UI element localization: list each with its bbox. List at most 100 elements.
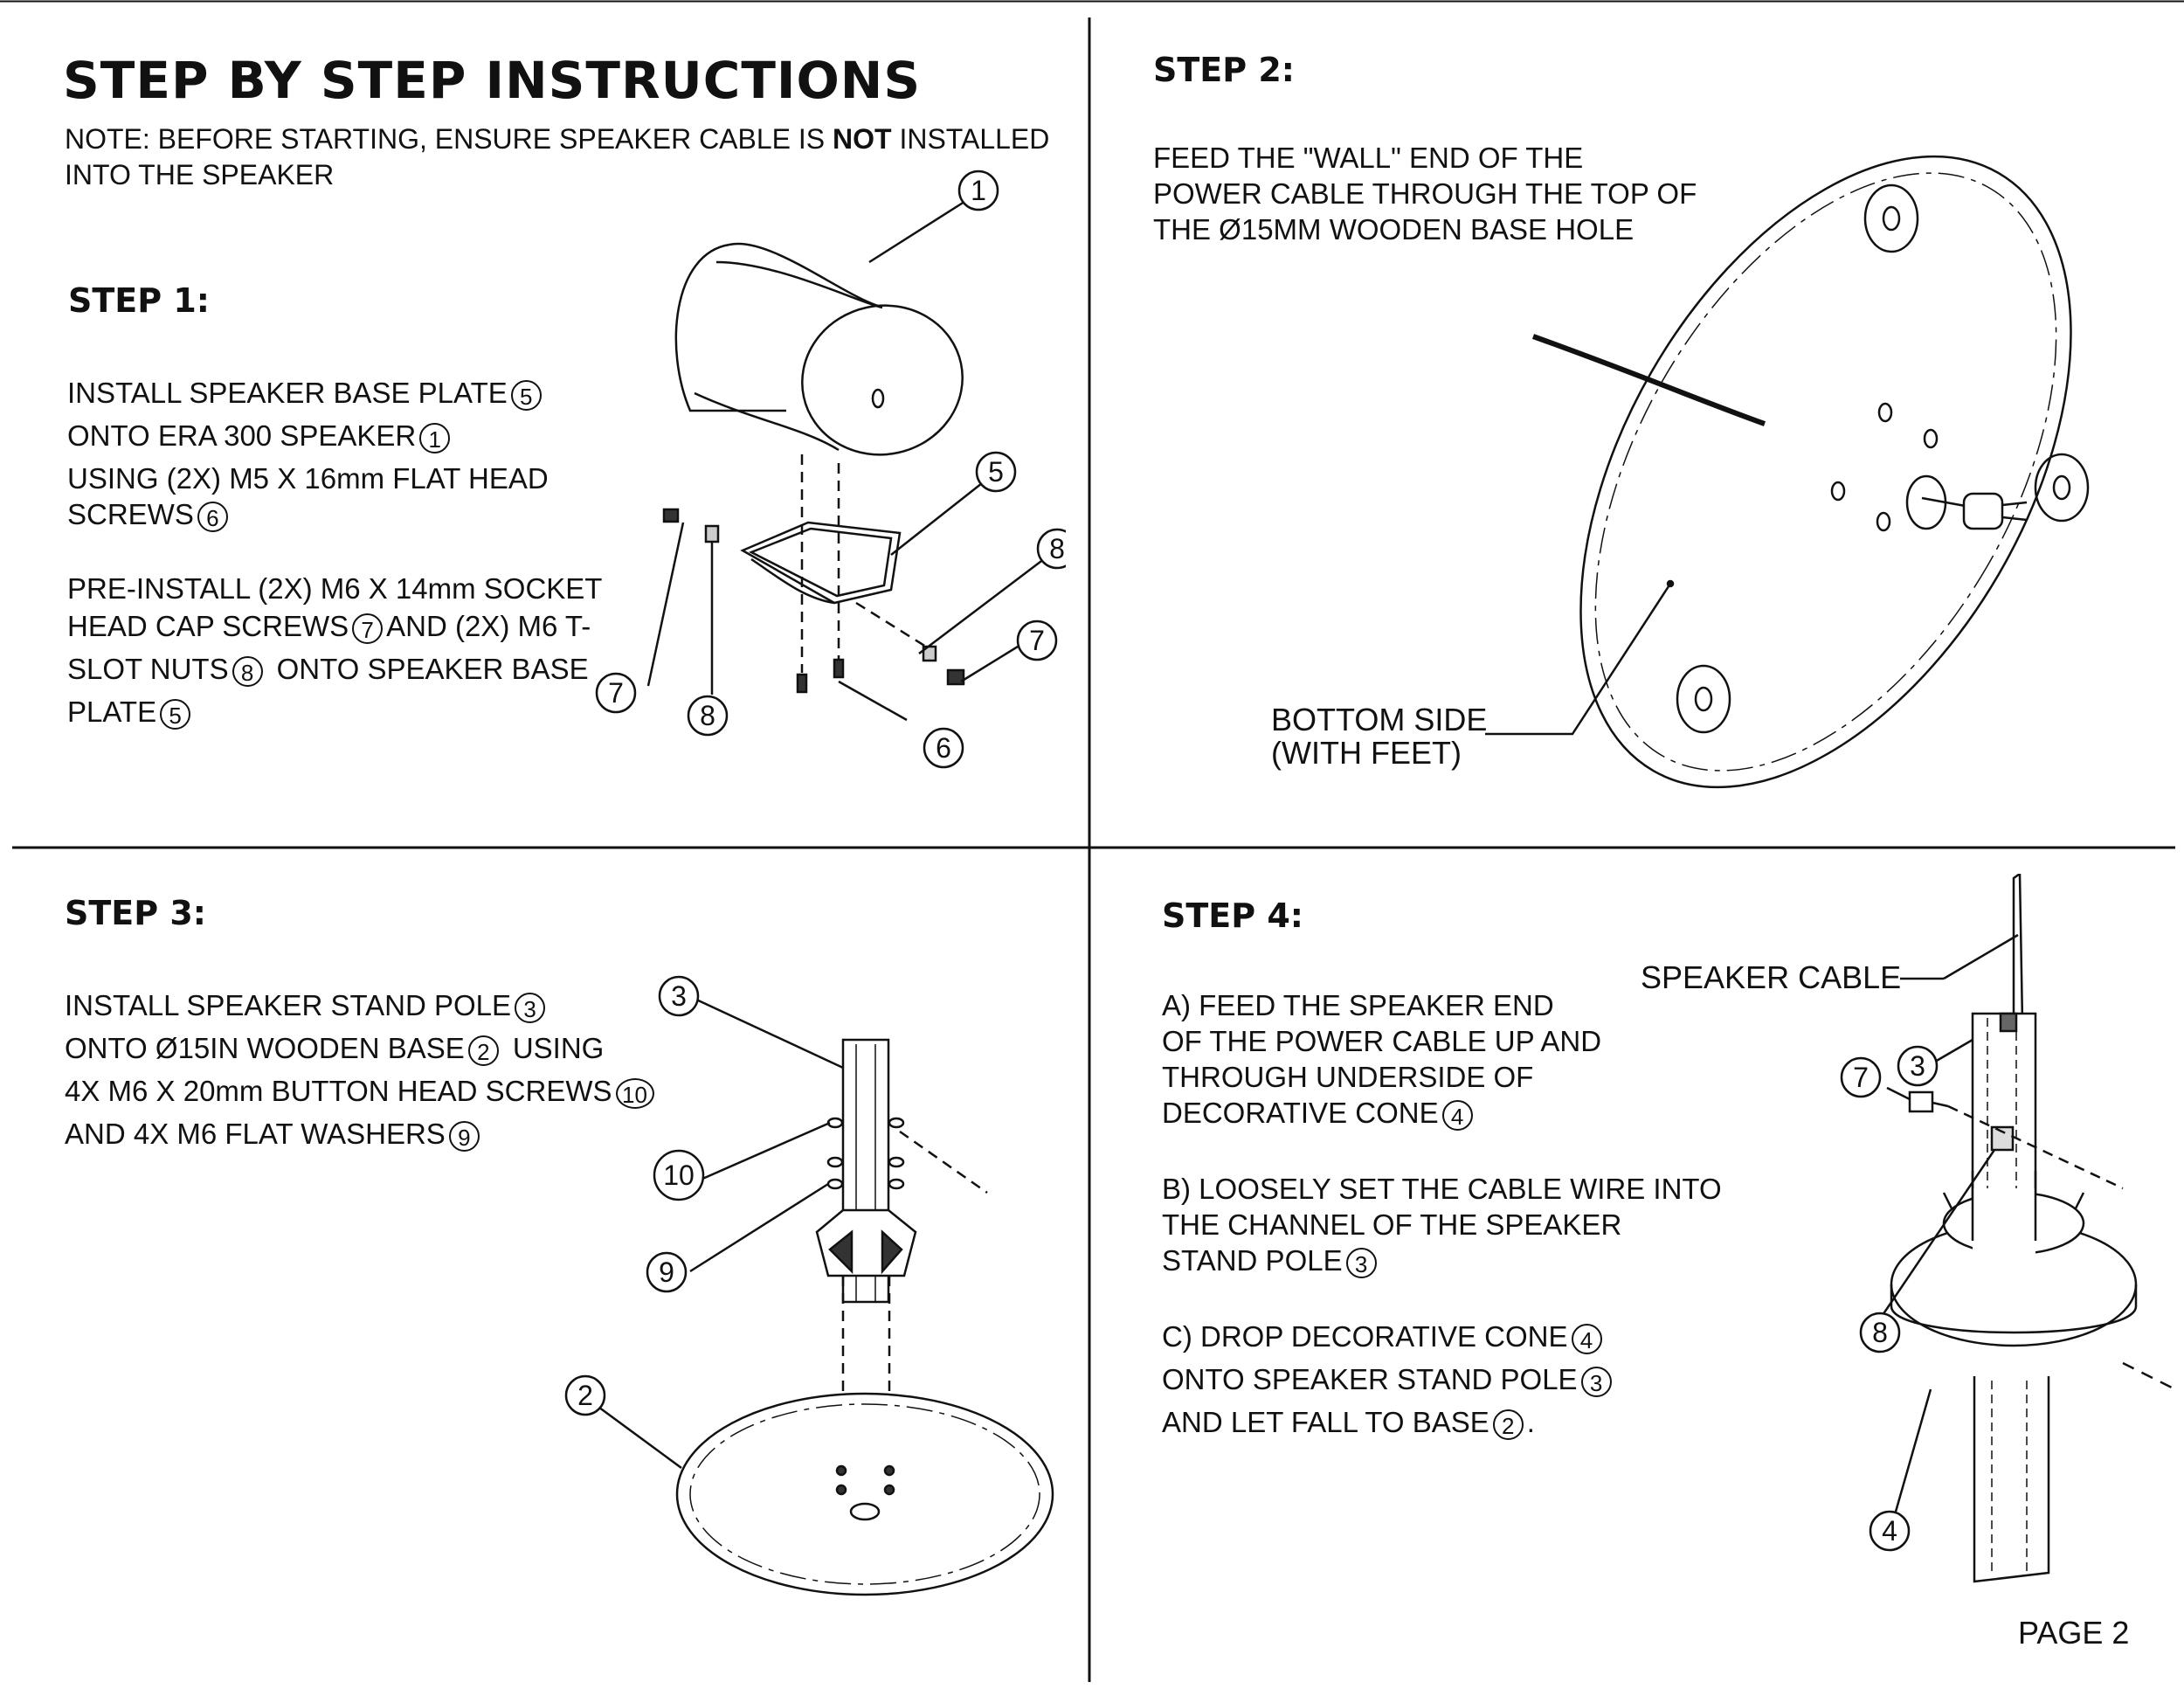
step1-line: SLOT NUTS <box>67 653 229 685</box>
part-ref-badge: 2 <box>1492 1409 1524 1440</box>
speaker-cable-label: SPEAKER CABLE <box>1641 959 1902 995</box>
cap-screw <box>1908 1090 1934 1113</box>
svg-text:2: 2 <box>577 1380 593 1411</box>
svg-text:8: 8 <box>700 700 715 731</box>
callout-7: 7 <box>1016 620 1058 661</box>
part-ref-badge: 4 <box>1571 1323 1602 1354</box>
svg-text:7: 7 <box>608 677 624 709</box>
note-text-end: INSTALLED <box>891 123 1050 155</box>
label-line: BOTTOM SIDE <box>1271 702 1488 737</box>
svg-text:7: 7 <box>1029 625 1045 656</box>
step4-line: THROUGH UNDERSIDE OF <box>1162 1061 1534 1093</box>
svg-text:5: 5 <box>988 456 1004 488</box>
step4-heading: STEP 4: <box>1162 896 1303 935</box>
bottom-side-label: BOTTOM SIDE (WITH FEET) <box>1271 703 1487 770</box>
part-ref-badge: 10 <box>615 1077 654 1109</box>
step4-text: A) FEED THE SPEAKER END OF THE POWER CAB… <box>1162 987 1722 1440</box>
step4-line: ONTO SPEAKER STAND POLE <box>1162 1363 1578 1395</box>
speaker-cable <box>2012 874 2024 1026</box>
step2-line: THE Ø15MM WOODEN BASE HOLE <box>1153 213 1635 246</box>
svg-text:10: 10 <box>663 1159 695 1191</box>
power-cable <box>1531 334 1766 426</box>
callout-8: 8 <box>1036 528 1066 570</box>
note-line2: INTO THE SPEAKER <box>65 159 335 190</box>
step1-line: PLATE <box>67 696 157 728</box>
part-ref-badge: 3 <box>1580 1366 1612 1397</box>
callout-8: 8 <box>1859 1312 1901 1353</box>
step1-line: ONTO SPEAKER BASE <box>276 653 589 685</box>
part-ref-badge: 9 <box>448 1120 480 1152</box>
svg-text:6: 6 <box>936 732 951 764</box>
step2-text: FEED THE "WALL" END OF THE POWER CABLE T… <box>1153 140 1697 247</box>
step2-heading: STEP 2: <box>1153 51 1295 89</box>
callout-6: 6 <box>923 727 964 769</box>
pole-bracket <box>815 1208 917 1277</box>
step2-line: POWER CABLE THROUGH THE TOP OF <box>1153 177 1697 210</box>
part-ref-badge: 5 <box>160 698 191 730</box>
callout-2: 2 <box>564 1374 606 1416</box>
callout-10: 10 <box>653 1149 705 1201</box>
svg-text:7: 7 <box>1853 1062 1869 1093</box>
callout-4: 4 <box>1869 1510 1911 1552</box>
foot <box>2034 453 2090 523</box>
callout-7: 7 <box>595 672 637 714</box>
step3-line: USING <box>512 1032 605 1064</box>
step4-line: A) FEED THE SPEAKER END <box>1162 989 1554 1021</box>
part-ref-badge: 5 <box>510 379 542 411</box>
note: NOTE: BEFORE STARTING, ENSURE SPEAKER CA… <box>65 121 1049 193</box>
step3-line: INSTALL SPEAKER STAND POLE <box>65 989 512 1021</box>
part-ref-badge: 4 <box>1441 1099 1473 1131</box>
cone-diagram: 7 3 8 4 <box>1840 874 2175 1583</box>
svg-text:9: 9 <box>659 1256 674 1288</box>
part-ref-badge: 6 <box>197 501 228 532</box>
speaker-front <box>801 304 964 456</box>
power-plug <box>1962 492 2004 530</box>
step4-line: DECORATIVE CONE <box>1162 1097 1439 1129</box>
step3-line: AND 4X M6 FLAT WASHERS <box>65 1118 446 1150</box>
step1-line: ONTO ERA 300 SPEAKER <box>67 419 417 452</box>
step4-line: STAND POLE <box>1162 1244 1343 1277</box>
svg-text:1: 1 <box>971 175 986 206</box>
part-ref-badge: 1 <box>419 422 451 453</box>
callout-3: 3 <box>1897 1045 1939 1087</box>
step4-line: OF THE POWER CABLE UP AND <box>1162 1025 1602 1057</box>
label-line: (WITH FEET) <box>1271 735 1462 771</box>
speaker-back-outline <box>674 243 786 412</box>
callout-8: 8 <box>687 695 729 737</box>
step1-line: INSTALL SPEAKER BASE PLATE <box>67 377 508 409</box>
step4-line: AND LET FALL TO BASE <box>1162 1406 1489 1438</box>
base-disc <box>1579 155 2072 789</box>
step1-line: USING (2X) M5 X 16mm FLAT HEAD <box>67 462 549 495</box>
wooden-base-diagram <box>1485 155 2090 789</box>
svg-text:3: 3 <box>1910 1050 1925 1082</box>
step1-line: HEAD CAP SCREWS <box>67 610 349 642</box>
step4-line: B) LOOSELY SET THE CABLE WIRE INTO <box>1162 1173 1722 1205</box>
step4-line-end: . <box>1526 1406 1535 1438</box>
page-number: PAGE 2 <box>2018 1615 2130 1651</box>
step1-line: PRE-INSTALL (2X) M6 X 14mm SOCKET <box>67 572 603 605</box>
note-bold: NOT <box>833 123 892 155</box>
part-ref-badge: 3 <box>1345 1247 1377 1278</box>
step1-line: AND (2X) M6 T- <box>386 610 591 642</box>
speaker-plate-diagram: 1 5 8 7 7 8 6 <box>595 170 1066 769</box>
part-ref-badge: 7 <box>352 613 384 644</box>
step3-line: ONTO Ø15IN WOODEN BASE <box>65 1032 465 1064</box>
svg-text:8: 8 <box>1872 1317 1888 1348</box>
svg-text:3: 3 <box>671 980 687 1012</box>
foot <box>1676 664 1731 734</box>
part-ref-badge: 8 <box>232 655 263 687</box>
step1-line: SCREWS <box>67 498 194 530</box>
base-plate <box>740 521 902 605</box>
page-title: STEP BY STEP INSTRUCTIONS <box>63 51 922 110</box>
step4-line: C) DROP DECORATIVE CONE <box>1162 1320 1568 1353</box>
callout-9: 9 <box>646 1251 688 1293</box>
svg-text:4: 4 <box>1882 1515 1897 1547</box>
step2-line: FEED THE "WALL" END OF THE <box>1153 142 1584 174</box>
step4-line: THE CHANNEL OF THE SPEAKER <box>1162 1208 1622 1241</box>
note-text: NOTE: BEFORE STARTING, ENSURE SPEAKER CA… <box>65 123 833 155</box>
foot <box>1863 183 1919 253</box>
part-ref-badge: 3 <box>515 992 546 1023</box>
